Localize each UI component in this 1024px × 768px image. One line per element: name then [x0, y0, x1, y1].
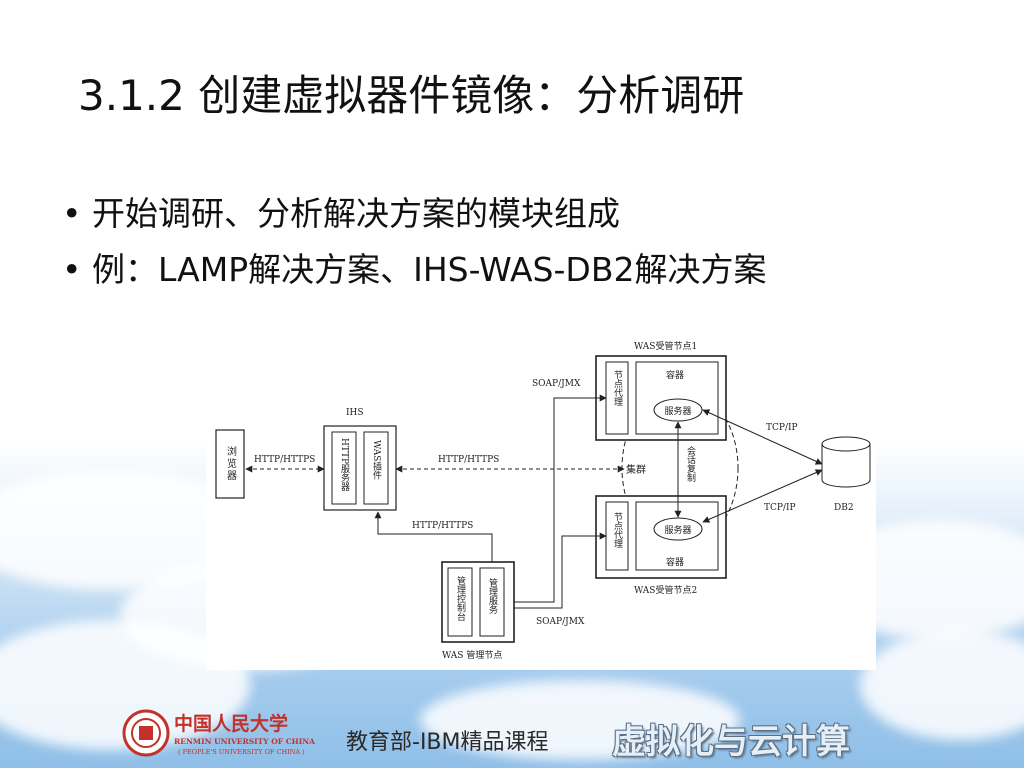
tcp-link-2	[702, 469, 823, 523]
university-name-en: RENMIN UNIVERSITY OF CHINA	[174, 737, 315, 746]
node2-title: WAS受管节点2	[634, 584, 697, 596]
university-name-en-sub: ( PEOPLE'S UNIVERSITY OF CHINA )	[178, 748, 305, 756]
http-label-2: HTTP/HTTPS	[438, 455, 499, 465]
db2-label: DB2	[834, 503, 854, 513]
course-provider: 教育部-IBM精品课程	[346, 730, 549, 755]
bullet-item: • 开始调研、分析解决方案的模块组成	[62, 186, 766, 242]
mgmt-console-box	[447, 567, 473, 637]
was-plugin-label: WAS插件	[371, 440, 382, 480]
mgmt-title: WAS 管理节点	[442, 649, 502, 661]
was-plugin-box	[363, 431, 389, 505]
bullet-marker: •	[62, 194, 82, 233]
node1-title: WAS受管节点1	[634, 340, 697, 352]
browser-label: 浏览器	[225, 445, 237, 482]
server-2-label: 服务器	[664, 524, 691, 536]
cloud-decoration	[860, 630, 1024, 740]
soap-label-2: SOAP/JMX	[536, 617, 585, 627]
university-logo-svg: 中国人民大学 RENMIN UNIVERSITY OF CHINA ( PEOP…	[122, 709, 315, 757]
container-1-label: 容器	[666, 369, 684, 381]
mgmt-service-label: 管理服务	[487, 577, 498, 615]
server-1-label: 服务器	[664, 405, 691, 417]
mgmt-console-label: 管理控制台	[455, 575, 466, 622]
soap-link-node1	[514, 394, 607, 603]
bullet-text: 例：LAMP解决方案、IHS-WAS-DB2解决方案	[92, 250, 767, 289]
university-logo: 中国人民大学 RENMIN UNIVERSITY OF CHINA ( PEOP…	[122, 706, 322, 764]
container-2-label: 容器	[666, 556, 684, 568]
university-seal-inner	[131, 718, 161, 748]
cluster-label: 集群	[626, 463, 646, 476]
mgmt-ihs-link	[374, 511, 493, 562]
http-server-box	[331, 431, 357, 505]
mgmt-service-box	[479, 567, 505, 637]
browser-box	[215, 429, 245, 499]
server-2-ellipse	[653, 517, 703, 541]
slide-title: 3.1.2 创建虚拟器件镜像：分析调研	[78, 71, 745, 120]
course-name: 虚拟化与云计算	[612, 722, 850, 762]
http-label-1: HTTP/HTTPS	[254, 455, 315, 465]
bullet-list: • 开始调研、分析解决方案的模块组成 • 例：LAMP解决方案、IHS-WAS-DB…	[62, 186, 766, 298]
architecture-diagram: 浏览器 HTTP/HTTPS IHS HTTP服务器 WAS插件 HTTP/HT…	[206, 322, 876, 670]
node-agent-1-label: 节点代理	[612, 370, 623, 406]
server-1-ellipse	[653, 398, 703, 422]
university-name-cn: 中国人民大学	[174, 712, 288, 735]
db2-cylinder-top	[821, 436, 871, 452]
soap-link-node2	[514, 532, 607, 609]
bullet-text: 开始调研、分析解决方案的模块组成	[92, 194, 620, 233]
university-seal-mark	[139, 726, 153, 740]
http-label-3: HTTP/HTTPS	[412, 521, 473, 531]
architecture-diagram-svg: 浏览器 HTTP/HTTPS IHS HTTP服务器 WAS插件 HTTP/HT…	[215, 340, 871, 661]
tcp-label-1: TCP/IP	[766, 423, 798, 433]
node-agent-2-label: 节点代理	[612, 512, 623, 548]
bullet-item: • 例：LAMP解决方案、IHS-WAS-DB2解决方案	[62, 242, 766, 298]
db2-cylinder	[821, 444, 871, 488]
tcp-link-1	[702, 409, 823, 465]
tcp-label-2: TCP/IP	[764, 503, 796, 513]
http-server-label: HTTP服务器	[339, 438, 350, 491]
cloud-decoration	[420, 680, 740, 760]
session-replication-label: 会话复制	[685, 445, 696, 482]
soap-label-1: SOAP/JMX	[532, 379, 581, 389]
ihs-title: IHS	[346, 408, 364, 418]
bullet-marker: •	[62, 250, 82, 289]
